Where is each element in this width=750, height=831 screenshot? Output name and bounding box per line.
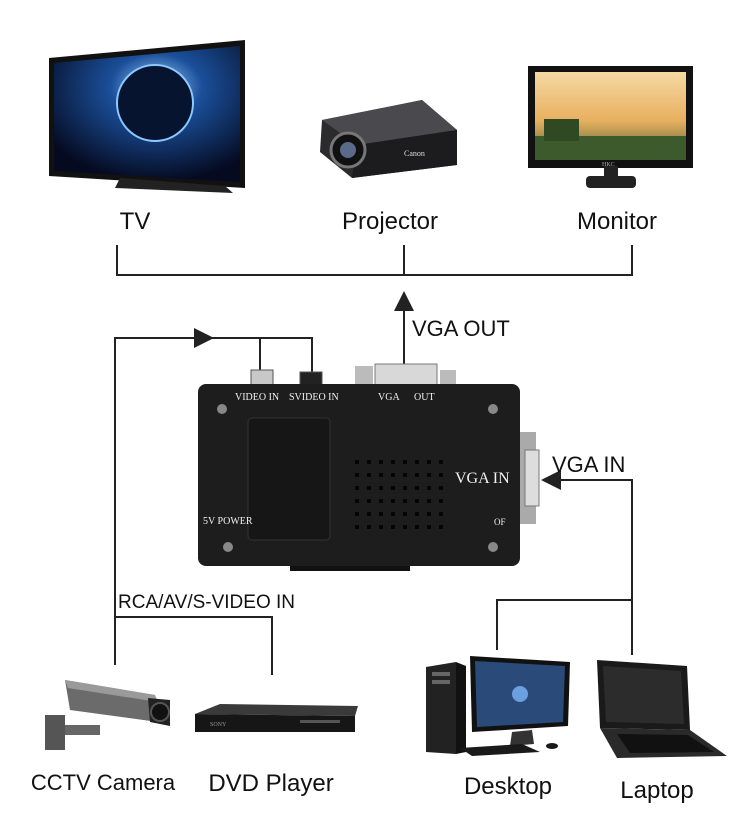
- av-input-line: [114, 328, 214, 665]
- monitor-icon: HKC: [528, 66, 693, 188]
- desktop-icon: [426, 656, 570, 756]
- cctv-camera-label: CCTV Camera: [30, 770, 176, 795]
- output-bus-line: [116, 245, 633, 276]
- rca-av-svideo-in-label: RCA/AV/S-VIDEO IN: [118, 592, 296, 613]
- vga-port-label: VGA: [378, 392, 400, 403]
- vent-grid: [355, 460, 443, 529]
- monitor-label: Monitor: [576, 208, 658, 235]
- monitor-brand: HKC: [602, 162, 615, 168]
- projector-label: Projector: [341, 208, 439, 235]
- vga-in-panel-label: VGA IN: [455, 470, 510, 487]
- front-panel: [247, 417, 331, 541]
- dvd-brand: SONY: [210, 722, 227, 728]
- tv-icon: [49, 40, 245, 193]
- dvd-player-icon: SONY: [195, 704, 358, 732]
- vga-in-label: VGA IN: [552, 452, 626, 477]
- desktop-label: Desktop: [463, 773, 553, 800]
- projector-icon: Canon: [320, 100, 457, 178]
- svideo-in-port-label: SVIDEO IN: [289, 392, 339, 403]
- vga-port-top: [355, 366, 373, 386]
- desktop-line: [496, 599, 632, 650]
- laptop-label: Laptop: [620, 777, 694, 804]
- power-label: 5V POWER: [203, 516, 253, 527]
- svideo-in-port: [299, 371, 323, 387]
- projector-brand: Canon: [404, 149, 425, 158]
- tv-label: TV: [119, 208, 151, 235]
- av-branch-line: [210, 337, 313, 380]
- laptop-icon: [597, 660, 727, 758]
- vga-out-port: [374, 363, 438, 387]
- of-label: OF: [494, 517, 506, 527]
- video-in-port: [250, 369, 274, 387]
- vga-out-label: VGA OUT: [412, 316, 510, 341]
- converter-box: [198, 363, 540, 571]
- input-bus-line: [115, 616, 273, 675]
- cctv-camera-icon: [45, 680, 170, 750]
- vga-in-line: [541, 470, 633, 655]
- video-in-port-label: VIDEO IN: [235, 392, 280, 403]
- out-port-label: OUT: [414, 392, 435, 403]
- dvd-player-label: DVD Player: [208, 770, 334, 797]
